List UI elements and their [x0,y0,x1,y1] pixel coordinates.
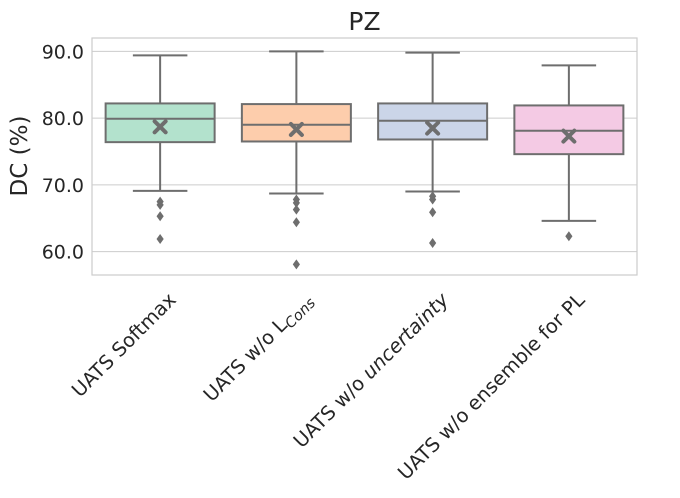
outlier-point [565,231,573,242]
mean-marker [425,120,441,136]
x-tick-label: UATS w/o uncertainty [289,288,454,453]
y-axis-ticks: 60.0 70.0 80.0 90.0 [42,41,84,263]
mean-marker [288,121,304,137]
mean-marker [561,128,577,144]
y-tick-label: 80.0 [42,108,84,130]
y-tick-label: 60.0 [42,242,84,264]
x-tick-label-part: Cons [282,295,319,332]
x-tick-label-part: UATS w/o L [199,313,292,406]
x-tick-label: UATS Softmax [67,288,181,402]
outlier-point [429,194,437,205]
plot-frame [91,37,638,276]
x-tick-label: UATS w/o LCons [199,288,319,408]
mean-marker-stroke [561,128,577,144]
chart-title: PZ [348,7,380,36]
box-layer [104,50,625,270]
iqr-box [513,104,625,156]
y-axis-label: DC (%) [7,116,33,197]
outlier-point [292,217,300,228]
outlier-point [156,233,164,244]
box-group [377,51,489,248]
mean-marker-stroke [425,120,441,136]
outlier-point [156,199,164,210]
x-tick-label-part: uncertainty [358,288,454,384]
box-group [104,54,216,244]
outlier-point [292,197,300,208]
outlier-point [292,259,300,270]
box-group [240,50,352,270]
outlier-point [292,204,300,215]
outlier-point [429,207,437,218]
mean-marker [152,119,168,135]
mean-marker-stroke [152,119,168,135]
x-tick-label-part: UATS w/o [289,367,374,452]
outlier-point [429,237,437,248]
iqr-box [104,102,216,144]
box-group [513,64,625,242]
mean-marker-stroke [288,121,304,137]
iqr-box [240,103,352,143]
y-tick-label: 90.0 [42,41,84,63]
outlier-point [156,211,164,222]
x-tick-label-part: UATS Softmax [67,288,181,402]
y-tick-label: 70.0 [42,175,84,197]
